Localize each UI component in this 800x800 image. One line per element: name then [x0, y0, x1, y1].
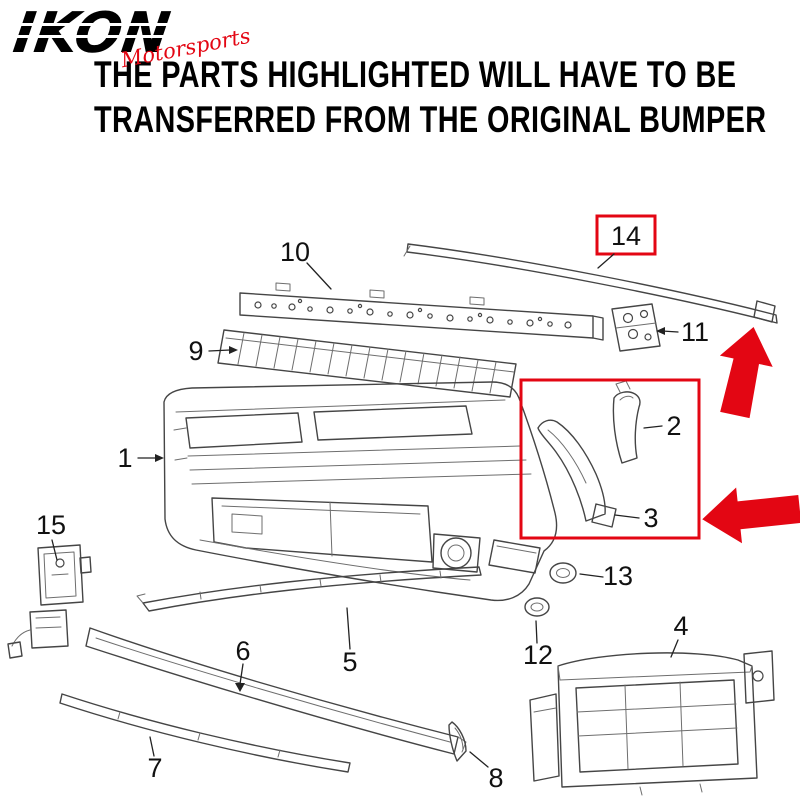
part-label-7: 7	[147, 753, 162, 783]
part-15-bracket-connector	[7, 544, 92, 659]
part-label-6: 6	[235, 636, 250, 666]
part-3-curved-bracket	[537, 419, 617, 528]
part-label-12: 12	[523, 640, 553, 670]
red-arrow-up-icon	[719, 327, 773, 419]
part-5-trim-strip	[136, 566, 482, 612]
ikon-logo: IKON Motorsports	[10, 1, 294, 80]
part-label-4: 4	[673, 611, 688, 641]
part-12-grommet	[524, 597, 550, 617]
leader-lines	[51, 253, 679, 768]
headline: THE PARTS HIGHLIGHTED WILL HAVE TO BE TR…	[94, 52, 766, 142]
part-label-5: 5	[342, 647, 357, 677]
part-label-14: 14	[611, 221, 641, 251]
part-10-reinforcement-bar	[239, 282, 604, 341]
headline-line-1: THE PARTS HIGHLIGHTED WILL HAVE TO BE	[94, 54, 737, 95]
part-11-side-bracket	[611, 303, 661, 352]
part-14-upper-strip	[403, 243, 778, 324]
part-2-support-bracket	[612, 380, 641, 464]
part-label-10: 10	[280, 237, 310, 267]
part-1-bumper-cover	[163, 381, 558, 602]
part-label-3: 3	[643, 503, 658, 533]
highlight-box-parts-2-3	[519, 378, 701, 540]
highlight-box-label-14	[595, 214, 657, 256]
headline-line-2: TRANSFERRED FROM THE ORIGINAL BUMPER	[94, 99, 767, 141]
part-9-energy-absorber	[217, 329, 517, 398]
part-4-lower-duct	[529, 650, 775, 796]
part-7-splitter-strip	[59, 693, 351, 773]
part-label-15: 15	[36, 510, 66, 540]
part-label-13: 13	[603, 561, 633, 591]
red-arrow-left-icon	[702, 487, 800, 544]
part-label-1: 1	[117, 443, 132, 473]
part-label-11: 11	[681, 317, 709, 347]
part-8-corner-bracket	[448, 721, 467, 762]
part-label-8: 8	[488, 763, 503, 793]
part-label-9: 9	[188, 336, 203, 366]
part-6-lower-valance	[85, 627, 467, 755]
part-13-grommet	[549, 562, 577, 584]
part-label-2: 2	[666, 411, 681, 441]
